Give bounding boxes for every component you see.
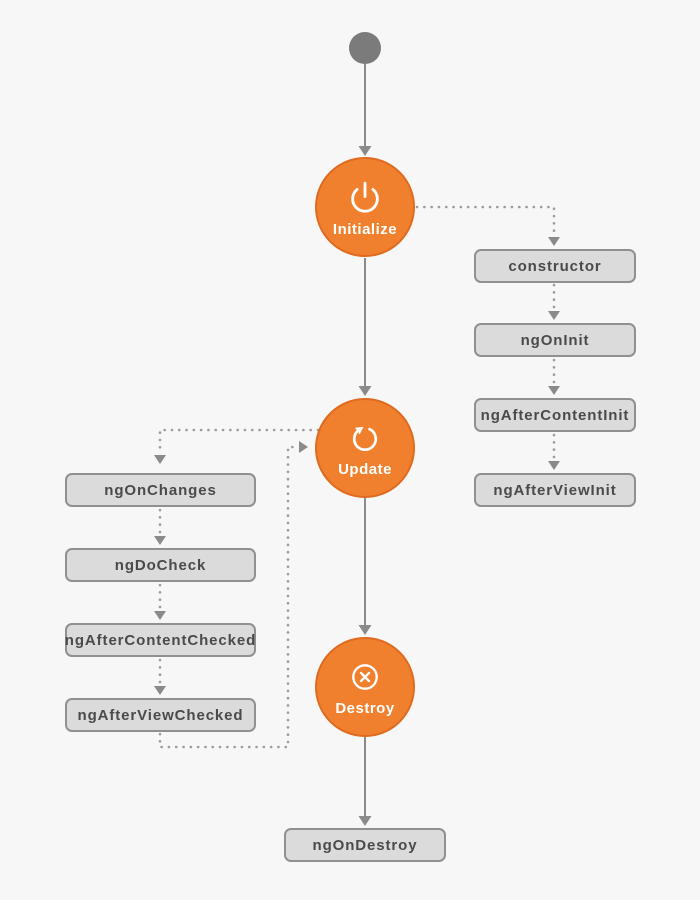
hook-box-ngonchanges: ngOnChanges bbox=[65, 473, 256, 507]
refresh-icon bbox=[352, 426, 378, 451]
arrow-update-to-destroy bbox=[358, 498, 372, 635]
arrow-start-to-initialize bbox=[358, 64, 372, 156]
arrow-ngdocheck-to-ngaftercontentchecked bbox=[154, 583, 166, 620]
hook-box-ngoninit: ngOnInit bbox=[474, 323, 636, 357]
power-icon bbox=[351, 181, 379, 213]
node-initialize-label: Initialize bbox=[332, 220, 398, 238]
node-destroy-label: Destroy bbox=[335, 699, 395, 717]
hook-box-ngaftercontentchecked: ngAfterContentChecked bbox=[65, 623, 256, 657]
arrow-ngaftercontentinit-to-ngafterviewinit bbox=[548, 433, 560, 470]
arrow-ngaftercontentchecked-to-ngafterviewchecked bbox=[154, 658, 166, 695]
hook-box-ngafterviewchecked: ngAfterViewChecked bbox=[65, 698, 256, 732]
arrow-destroy-to-ngondestroy bbox=[358, 737, 372, 826]
close-circle-icon bbox=[352, 663, 378, 690]
arrow-initialize-to-constructor bbox=[415, 205, 560, 246]
hook-box-ngafterviewinit: ngAfterViewInit bbox=[474, 473, 636, 507]
arrow-ngonchanges-to-ngdocheck bbox=[154, 508, 166, 545]
node-destroy: Destroy bbox=[315, 637, 415, 737]
node-initialize: Initialize bbox=[315, 157, 415, 257]
arrow-update-to-ngonchanges bbox=[154, 428, 320, 464]
hook-box-ngondestroy: ngOnDestroy bbox=[284, 828, 446, 862]
arrow-ngafterviewchecked-to-update bbox=[158, 441, 308, 749]
hook-box-ngaftercontentinit: ngAfterContentInit bbox=[474, 398, 636, 432]
start-node bbox=[349, 32, 381, 64]
arrow-ngoninit-to-ngaftercontentinit bbox=[548, 358, 560, 395]
node-update: Update bbox=[315, 398, 415, 498]
node-update-label: Update bbox=[338, 460, 392, 478]
arrow-initialize-to-update bbox=[358, 258, 372, 396]
hook-box-constructor: constructor bbox=[474, 249, 636, 283]
hook-box-ngdocheck: ngDoCheck bbox=[65, 548, 256, 582]
arrow-constructor-to-ngoninit bbox=[548, 283, 560, 320]
